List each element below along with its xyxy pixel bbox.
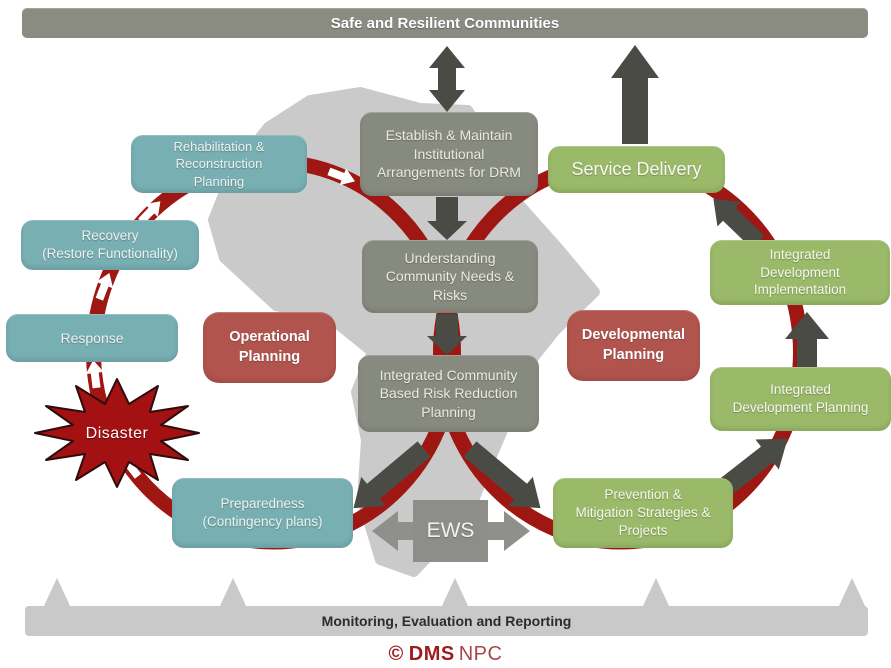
- understanding-needs-box: Understanding Community Needs & Risks: [362, 240, 538, 313]
- footer-triangle-icon: [219, 578, 247, 608]
- integrated-risk-reduction-box: Integrated Community Based Risk Reductio…: [358, 355, 539, 432]
- operational-planning-box: Operational Planning: [203, 312, 336, 383]
- disaster-starburst-icon: [34, 378, 200, 488]
- footer-triangle-icon: [43, 578, 71, 608]
- connector-arrows: [353, 45, 829, 509]
- arrow-service-to-banner-icon: [611, 45, 659, 144]
- top-banner: Safe and Resilient Communities: [22, 8, 868, 38]
- arrow-banner-establish-double-icon: [429, 46, 465, 112]
- prevention-mitigation-box: Prevention & Mitigation Strategies & Pro…: [553, 478, 733, 548]
- footer-triangles: [43, 578, 866, 608]
- arrow-establish-to-understanding-icon: [427, 197, 467, 240]
- logo-dms-text: DMS: [408, 642, 455, 665]
- flow-chevron-icon: [138, 201, 161, 225]
- preparedness-box: Preparedness (Contingency plans): [172, 478, 353, 548]
- establish-arrangements-box: Establish & Maintain Institutional Arran…: [360, 112, 538, 196]
- arrow-prevention-to-idevplan-icon: [716, 438, 788, 497]
- service-delivery-box: Service Delivery: [548, 146, 725, 193]
- arrow-integrated-to-preparedness-icon: [353, 441, 431, 509]
- disaster-label: Disaster: [85, 425, 149, 442]
- footer-triangle-icon: [441, 578, 469, 608]
- footer-triangle-icon: [838, 578, 866, 608]
- integrated-development-implementation-box: Integrated Development Implementation: [710, 240, 890, 305]
- recovery-box: Recovery (Restore Functionality): [21, 220, 199, 270]
- flow-chevron-icon: [95, 272, 114, 301]
- ews-box: EWS: [413, 500, 488, 562]
- footer-triangle-icon: [642, 578, 670, 608]
- arrow-integrated-to-prevention-icon: [463, 441, 541, 509]
- flow-chevron-icon: [327, 167, 356, 186]
- monitoring-bar: Monitoring, Evaluation and Reporting: [25, 606, 868, 636]
- logo-npc-text: NPC: [458, 642, 503, 665]
- arrow-idevplan-to-idevimpl-icon: [785, 312, 829, 368]
- integrated-development-planning-box: Integrated Development Planning: [710, 367, 891, 431]
- arrow-idevimpl-to-service-icon: [713, 198, 765, 249]
- copyright-icon: ©: [388, 642, 404, 665]
- dms-npc-logo: © DMS NPC: [0, 641, 891, 667]
- response-box: Response: [6, 314, 178, 362]
- arrow-understanding-to-integrated-icon: [427, 314, 467, 355]
- flow-chevron-icon: [85, 360, 104, 389]
- rehabilitation-box: Rehabilitation & Reconstruction Planning: [131, 135, 307, 193]
- developmental-planning-box: Developmental Planning: [567, 310, 700, 381]
